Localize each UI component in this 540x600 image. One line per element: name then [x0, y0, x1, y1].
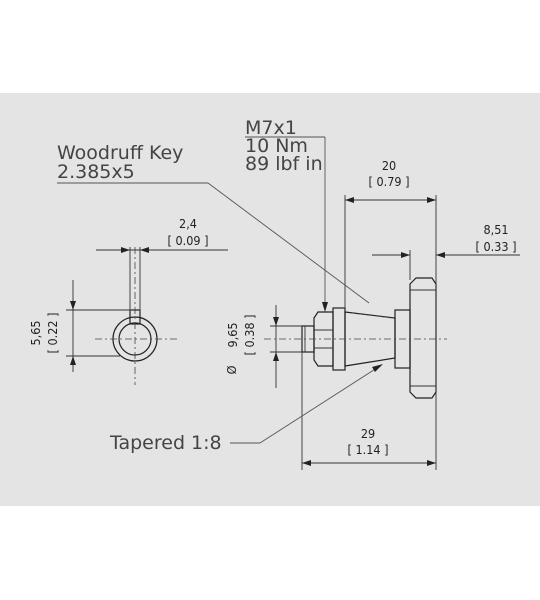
- thread-label: M7x1: [245, 117, 297, 139]
- torque-nm-label: 10 Nm: [245, 135, 308, 157]
- length-20-inch: [ 0.79 ]: [369, 174, 410, 189]
- shaft-diameter-inch: [ 0.38 ]: [242, 315, 257, 356]
- length-29-mm: 29: [361, 426, 375, 441]
- length-851-inch: [ 0.33 ]: [476, 239, 517, 254]
- drawing-background: [0, 93, 540, 506]
- woodruff-key-label: Woodruff Key: [57, 142, 183, 164]
- length-20-dimension: 20 [ 0.79 ]: [345, 158, 436, 203]
- extension-lines: [270, 195, 437, 470]
- key-height-dimension: 5,65 [ 0.22 ]: [28, 280, 132, 372]
- length-851-mm: 8,51: [483, 222, 508, 237]
- key-width-dimension: 2,4 [ 0.09 ]: [96, 216, 228, 253]
- tapered-leader: [230, 364, 383, 444]
- tapered-label: Tapered 1:8: [109, 432, 222, 454]
- length-20-mm: 20: [382, 158, 396, 173]
- shaft-diameter-dimension: 9,65 [ 0.38 ] Ø: [224, 305, 279, 388]
- key-height-inch: [ 0.22 ]: [45, 313, 60, 354]
- shaft-diameter-mm: 9,65: [225, 322, 240, 347]
- woodruff-leader: [57, 182, 370, 304]
- torque-lbf-label: 89 lbf in: [245, 153, 323, 175]
- key-width-mm: 2,4: [179, 216, 197, 231]
- diameter-symbol: Ø: [224, 365, 239, 374]
- shaft-end-view: [95, 247, 177, 385]
- length-851-dimension: 8,51 [ 0.33 ]: [372, 222, 520, 258]
- key-height-mm: 5,65: [28, 320, 43, 345]
- woodruff-key-size: 2.385x5: [57, 161, 135, 183]
- thread-leader: [245, 136, 328, 312]
- key-width-inch: [ 0.09 ]: [168, 233, 209, 248]
- length-29-inch: [ 1.14 ]: [348, 442, 389, 457]
- length-29-dimension: 29 [ 1.14 ]: [302, 426, 436, 466]
